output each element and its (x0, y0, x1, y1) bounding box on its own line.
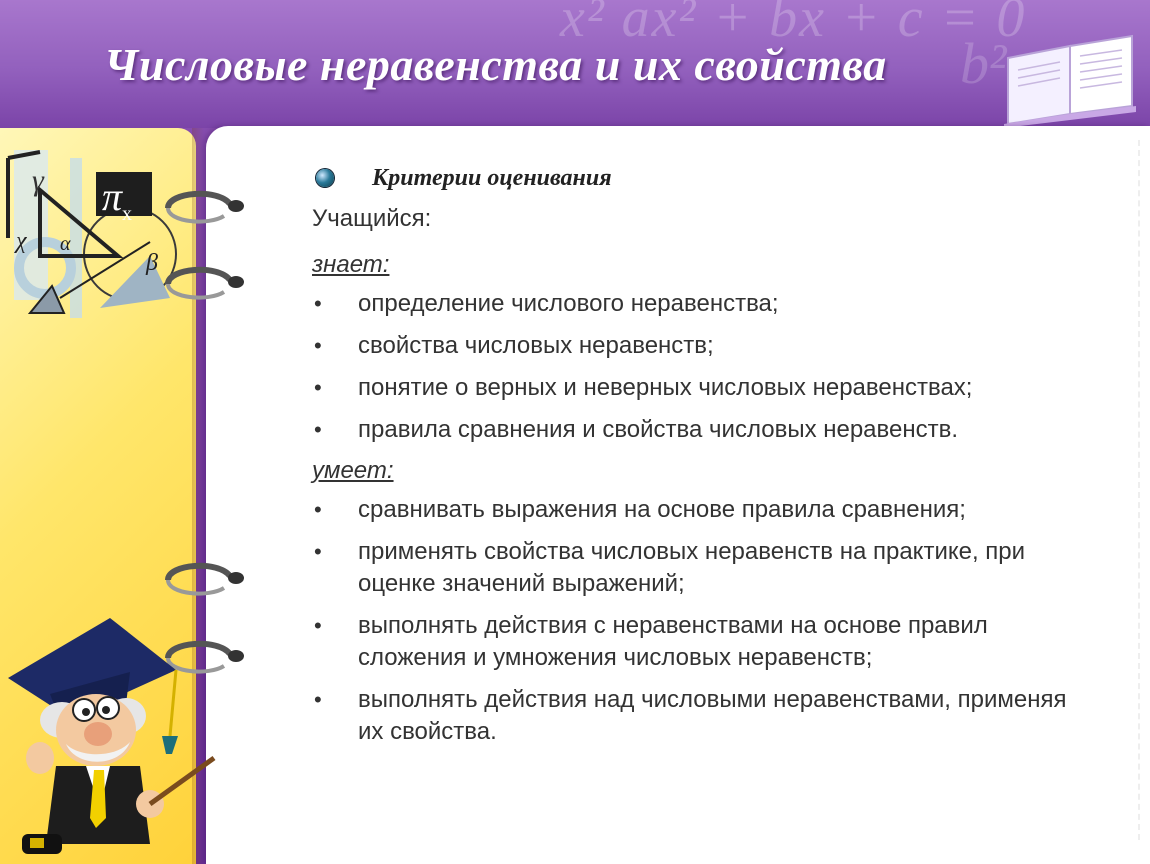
criteria-heading: Критерии оценивания (372, 164, 612, 191)
globe-bullet-icon (316, 169, 334, 187)
criteria-heading-row: Критерии оценивания (312, 160, 1092, 196)
bullet-dot: • (314, 539, 322, 564)
collage-beta-symbol: β (145, 250, 158, 276)
list-item-text: сравнивать выражения на основе правила с… (358, 496, 966, 523)
bullet-dot: • (314, 687, 322, 712)
open-book-icon (1004, 34, 1136, 128)
list-item: • понятие о верных и неверных числовых не… (312, 372, 1092, 404)
binder-ring-icon (165, 266, 244, 300)
list-item-text: определение числового неравенства; (358, 290, 779, 317)
collage-alpha-symbol: α (60, 233, 71, 255)
list-item-text: свойства числовых неравенств; (358, 332, 714, 359)
slide-title: Числовые неравенства и их свойства (104, 39, 887, 90)
list-item: • сравнивать выражения на основе правила … (312, 494, 1092, 526)
bullet-dot: • (314, 497, 322, 522)
bullet-dot: • (314, 417, 322, 442)
collage-x-symbol: x (122, 203, 132, 225)
list-item-text: правила сравнения и свойства числовых не… (358, 416, 959, 443)
list-item-text: выполнять действия с неравенствами на ос… (358, 612, 988, 671)
list-item: • свойства числовых неравенств; (312, 330, 1092, 362)
list-item-text: выполнять действия над числовыми неравен… (358, 686, 1067, 745)
professor-mascot-icon (8, 618, 216, 854)
list-item-text: применять свойства числовых неравенств н… (358, 538, 1026, 597)
left-panel-shadow (192, 128, 204, 864)
list-item: • применять свойства числовых неравенств … (312, 536, 1092, 600)
collage-pi-symbol: π (102, 174, 123, 219)
binder-ring-icon (165, 640, 244, 674)
page-edge (1138, 140, 1142, 840)
list-item: • выполнять действия с неравенствами на о… (312, 610, 1092, 674)
collage-chi-symbol: χ (14, 228, 28, 254)
bullet-dot: • (314, 291, 322, 316)
slide-content: Критерии оценивания Учащийся: знает: • оп… (312, 160, 1092, 758)
can-list: • сравнивать выражения на основе правила … (312, 494, 1092, 748)
section-label-knows: знает: (312, 251, 390, 278)
bullet-dot: • (314, 613, 322, 638)
binder-ring-icon (165, 190, 244, 224)
formula-background-2: b² (960, 31, 1007, 96)
knows-list: • определение числового неравенства; • сво… (312, 288, 1092, 446)
math-collage-icon: π x γ α β χ (6, 150, 177, 318)
notebook-page (206, 126, 1150, 864)
list-item: • выполнять действия над числовыми нераве… (312, 684, 1092, 748)
header-band: x² ax² + bx + c = 0 b² Числовые неравенс… (0, 0, 1150, 128)
list-item: • правила сравнения и свойства числовых н… (312, 414, 1092, 446)
bullet-dot: • (314, 333, 322, 358)
list-item: • определение числового неравенства; (312, 288, 1092, 320)
binder-ring-icon (165, 562, 244, 596)
list-item-text: понятие о верных и неверных числовых нер… (358, 374, 973, 401)
bullet-dot: • (314, 375, 322, 400)
section-label-can: умеет: (312, 457, 394, 484)
collage-gamma-symbol: γ (32, 164, 45, 197)
formula-background: x² ax² + bx + c = 0 (560, 0, 1027, 49)
student-label: Учащийся: (312, 205, 432, 232)
